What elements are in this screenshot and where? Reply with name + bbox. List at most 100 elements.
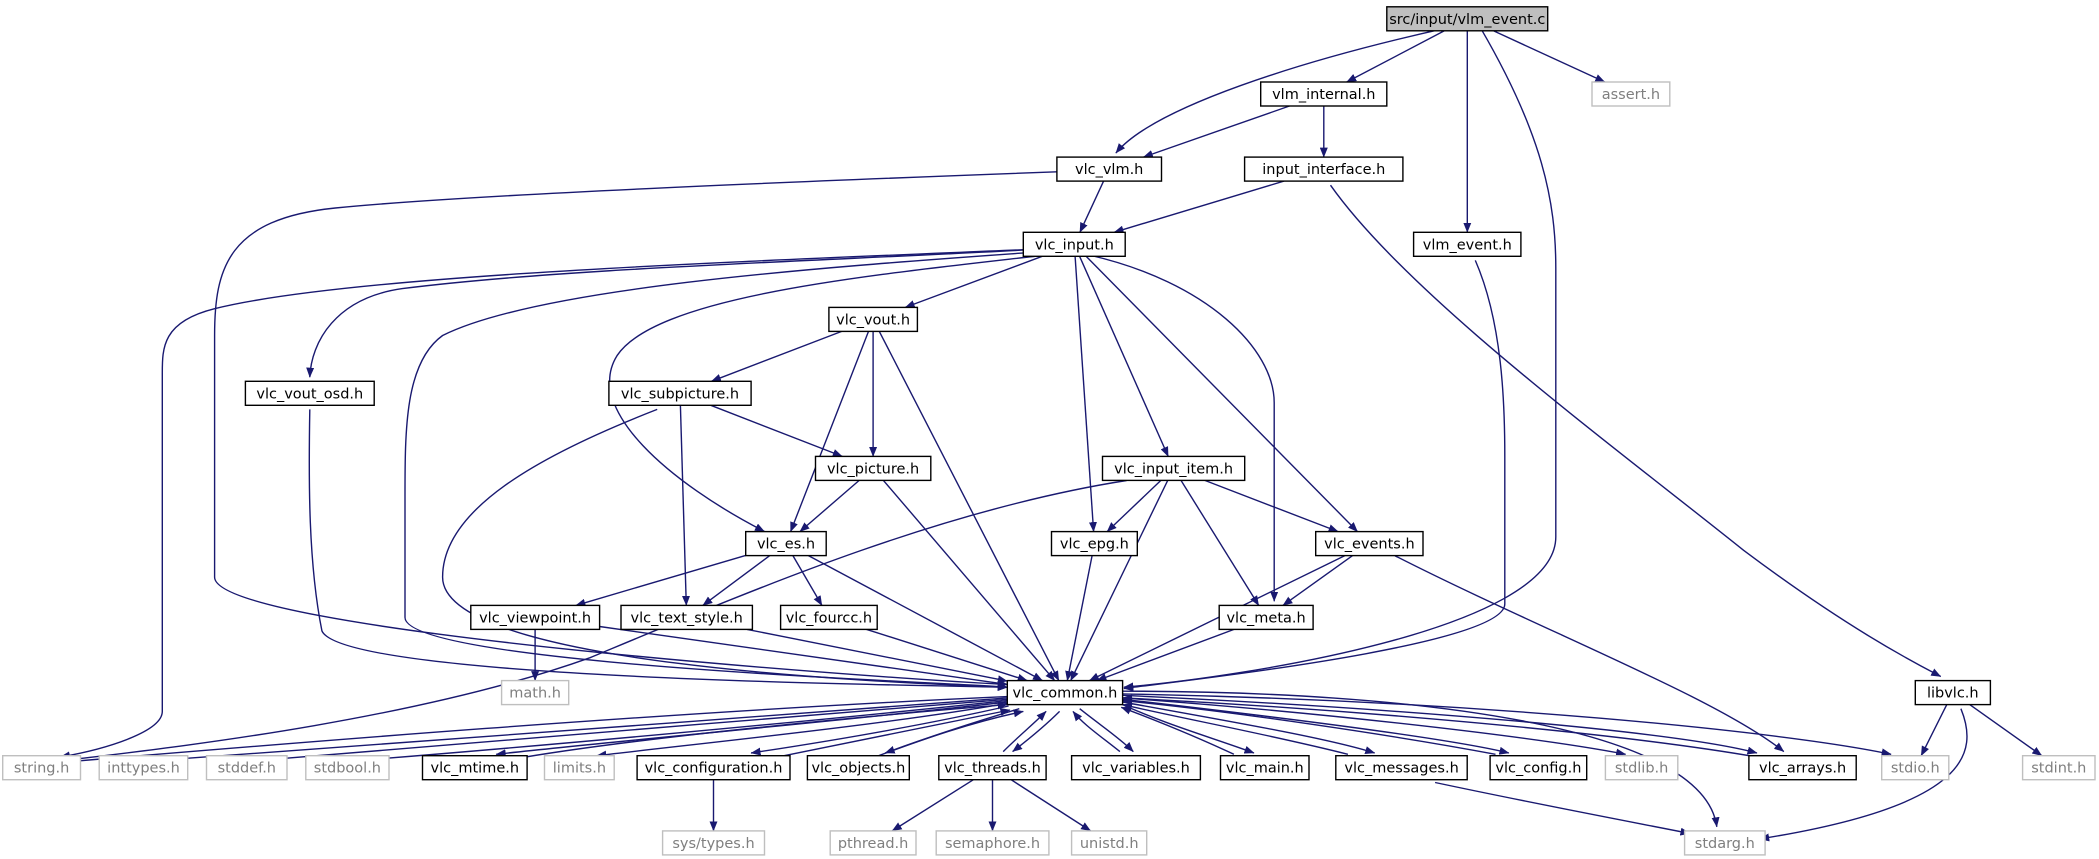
node-label: vlm_internal.h: [1272, 87, 1375, 103]
edge-line: [509, 701, 1008, 761]
node-vlc-events[interactable]: vlc_events.h: [1314, 530, 1424, 557]
node-vlc-picture[interactable]: vlc_picture.h: [814, 455, 932, 482]
edge-line: [1088, 254, 1279, 602]
edge-libvlc-to-stdio: [1920, 704, 1948, 757]
node-vlc-messages[interactable]: vlc_messages.h: [1335, 755, 1468, 781]
node-vlc-threads[interactable]: vlc_threads.h: [938, 755, 1047, 781]
node-vlc-main[interactable]: vlc_main.h: [1219, 755, 1310, 781]
edge-vlc_vout-to-vlc_es: [789, 331, 870, 533]
node-label: string.h: [14, 761, 69, 777]
node-box: [620, 604, 754, 631]
node-box: [779, 604, 878, 631]
edge-vlc_input-to-vlc_vout: [904, 255, 1043, 309]
edge-line: [1072, 710, 1121, 753]
node-vlc-text-style[interactable]: vlc_text_style.h: [620, 604, 754, 631]
edge-line: [1122, 701, 1376, 754]
edge-line: [267, 698, 1008, 763]
node-vlc-input[interactable]: vlc_input.h: [1022, 231, 1126, 258]
node-vlc-meta[interactable]: vlc_meta.h: [1218, 604, 1314, 631]
node-vlc-es[interactable]: vlc_es.h: [745, 530, 827, 557]
node-label: sys/types.h: [672, 836, 754, 852]
edge-line: [1078, 256, 1169, 457]
edge-line: [1070, 480, 1169, 682]
edge-line: [1122, 703, 1255, 754]
node-label: input_interface.h: [1262, 162, 1385, 178]
edge-line: [1122, 694, 1758, 755]
node-vlc-viewpoint[interactable]: vlc_viewpoint.h: [470, 604, 601, 631]
node-vlm-internal[interactable]: vlm_internal.h: [1259, 81, 1388, 107]
node-label: vlc_fourcc.h: [786, 610, 872, 626]
edge-line: [1122, 697, 1627, 757]
edge-vlc_picture-to-vlc_common: [882, 479, 1056, 682]
node-stdlib: stdlib.h: [1604, 755, 1679, 781]
node-input-interface[interactable]: input_interface.h: [1243, 156, 1404, 182]
edge-vlc_es-to-vlc_viewpoint: [575, 554, 746, 607]
edge-line: [59, 695, 1008, 766]
node-box: [745, 530, 827, 557]
node-box: [1880, 755, 1950, 781]
edge-line: [750, 705, 1009, 756]
edge-vlc_common-to-vlc_main: [1122, 703, 1255, 754]
edge-root-to-vlm_internal: [1346, 30, 1445, 83]
edge-vlc_events-to-vlc_common: [1088, 554, 1346, 682]
node-vlc-vlm[interactable]: vlc_vlm.h: [1056, 156, 1163, 182]
node-vlc-objects[interactable]: vlc_objects.h: [806, 755, 911, 781]
node-vlc-vout[interactable]: vlc_vout.h: [828, 306, 919, 333]
edge-root-to-vlc_common: [1123, 27, 1557, 691]
node-string: string.h: [2, 755, 82, 781]
edge-vlc_common-to-stddef: [267, 698, 1008, 763]
node-box: [828, 306, 919, 333]
node-libvlc[interactable]: libvlc.h: [1914, 679, 1992, 706]
edge-line: [1493, 30, 1606, 83]
node-stddef: stddef.h: [205, 755, 288, 781]
node-root[interactable]: src/input/vlm_event.c: [1386, 6, 1549, 32]
node-label: vlc_input.h: [1035, 237, 1114, 253]
edge-line: [891, 779, 974, 832]
node-semaphore: semaphore.h: [935, 830, 1050, 856]
edge-line: [596, 702, 1008, 759]
node-label: assert.h: [1602, 87, 1660, 103]
node-vlm-event[interactable]: vlm_event.h: [1412, 231, 1522, 258]
node-label: vlc_config.h: [1495, 761, 1581, 777]
edge-line: [167, 697, 1008, 764]
node-vlc-fourcc[interactable]: vlc_fourcc.h: [779, 604, 878, 631]
edge-line: [1113, 180, 1285, 234]
node-box: [205, 755, 288, 781]
edge-line: [710, 330, 842, 382]
edge-root-to-assert: [1493, 30, 1606, 83]
edge-line: [308, 409, 1008, 692]
edge-vlc_common-to-vlc_variables: [1079, 708, 1134, 753]
edge-vlc_es-to-vlc_fourcc: [792, 555, 823, 606]
node-vlc-variables[interactable]: vlc_variables.h: [1070, 755, 1202, 781]
node-vlc-common[interactable]: vlc_common.h: [1006, 679, 1124, 706]
node-box: [1006, 679, 1124, 706]
node-vlc-subpicture[interactable]: vlc_subpicture.h: [608, 380, 752, 406]
node-label: stdlib.h: [1615, 761, 1669, 777]
node-vlc-vout-osd[interactable]: vlc_vout_osd.h: [244, 380, 375, 406]
node-vlc-configuration[interactable]: vlc_configuration.h: [636, 755, 791, 781]
edge-line: [808, 554, 1043, 682]
node-box: [305, 755, 390, 781]
edge-line: [702, 555, 771, 606]
node-vlc-mtime[interactable]: vlc_mtime.h: [421, 755, 528, 781]
edge-line: [1122, 697, 1496, 755]
node-layer: src/input/vlm_event.c vlm_internal.h asser…: [2, 6, 2096, 856]
edge-vlc_input_item-to-vlc_common: [1070, 480, 1169, 682]
node-assert: assert.h: [1591, 81, 1671, 107]
node-box: [470, 604, 601, 631]
node-vlc-input-item[interactable]: vlc_input_item.h: [1101, 455, 1246, 482]
node-label: inttypes.h: [107, 761, 180, 777]
node-vlc-arrays[interactable]: vlc_arrays.h: [1748, 755, 1857, 781]
edge-vlc_events-to-vlc_arrays: [1394, 555, 1785, 753]
node-label: vlc_es.h: [757, 537, 815, 553]
edge-vlc_fourcc-to-vlc_common: [866, 628, 1028, 682]
node-label: vlm_event.h: [1423, 237, 1512, 253]
node-box: [1259, 81, 1388, 107]
edge-vlc_input-to-vlc_events: [1085, 255, 1358, 533]
node-box: [608, 380, 752, 406]
edge-vlc_text_style-to-vlc_common: [746, 628, 1008, 684]
node-vlc-epg[interactable]: vlc_epg.h: [1050, 530, 1139, 557]
edge-vlc_config-to-vlc_common: [1122, 697, 1496, 755]
node-vlc-config[interactable]: vlc_config.h: [1489, 755, 1588, 781]
